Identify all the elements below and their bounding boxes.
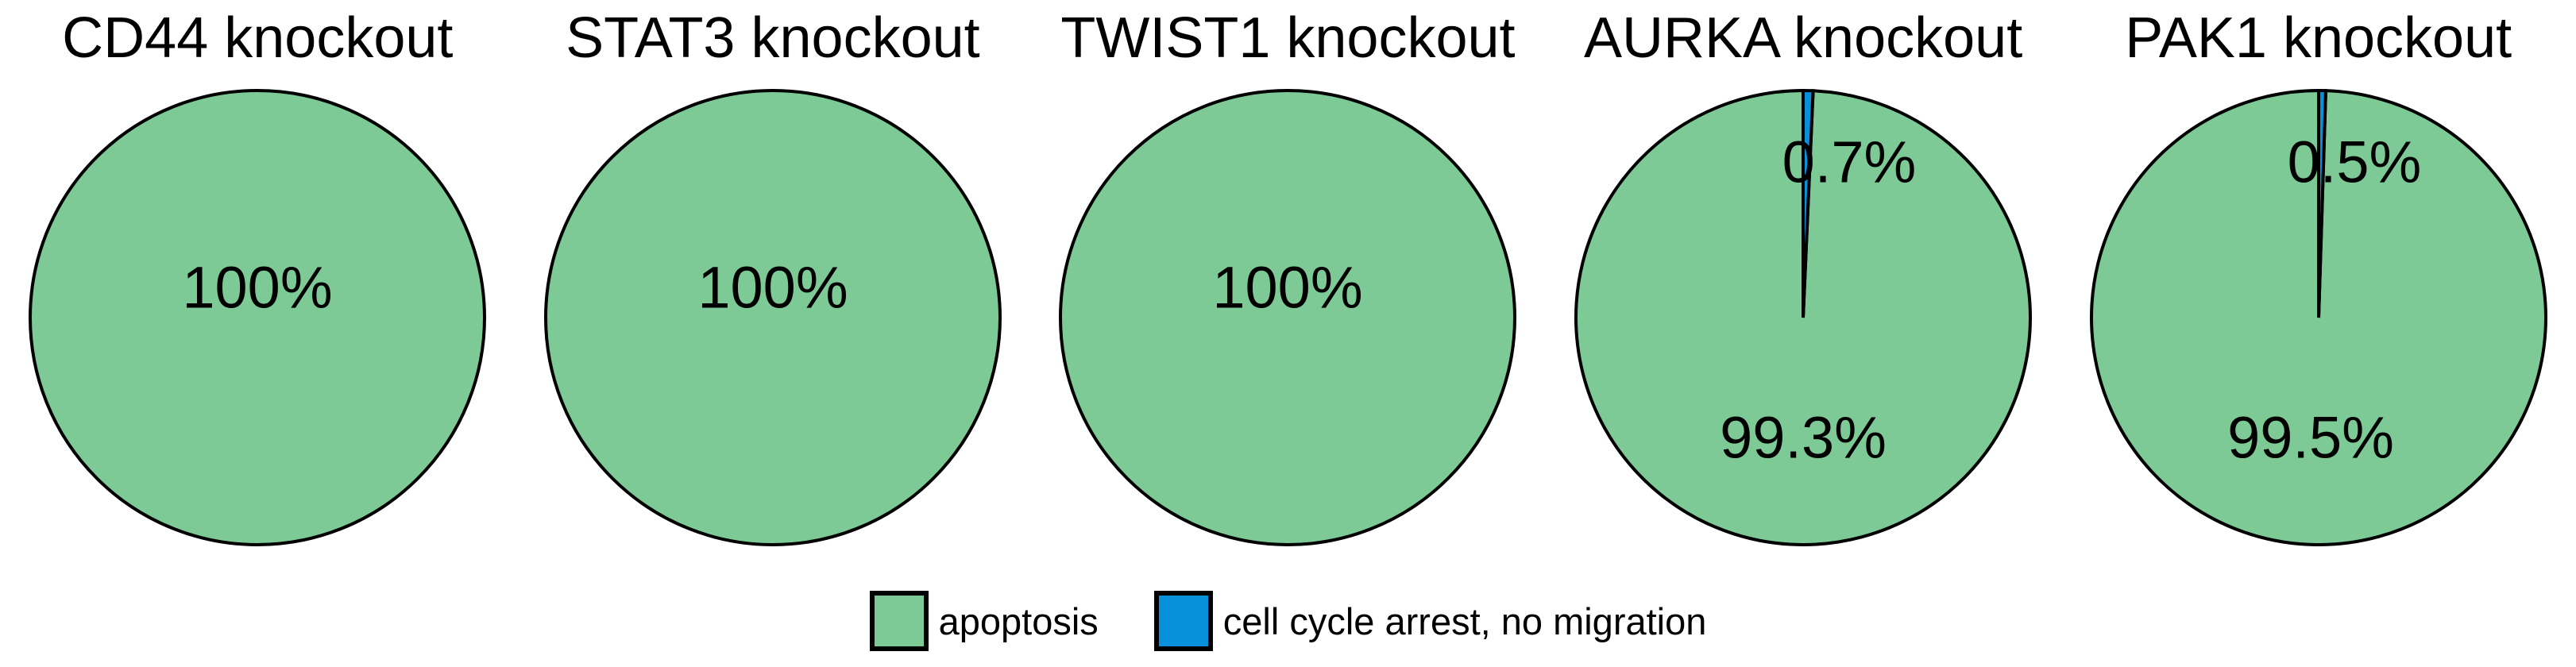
legend: apoptosis cell cycle arrest, no migratio…: [0, 591, 2576, 651]
legend-item-cell-cycle-arrest: cell cycle arrest, no migration: [1153, 591, 1707, 651]
pie-chart-aurka: 99.3% 0.7%: [1574, 88, 2033, 546]
pie-title-aurka: AURKA knockout: [1583, 6, 2023, 70]
pie-slice-percentage-label: 100%: [183, 255, 333, 321]
legend-label-apoptosis: apoptosis: [938, 600, 1099, 642]
pie-panel-twist1: TWIST1 knockout 100%: [1030, 0, 1546, 548]
pie-chart-pak1: 99.5% 0.5%: [2089, 88, 2547, 546]
pie-slice-percentage-label: 100%: [697, 255, 848, 321]
pie-slice-percentage-label: 99.5%: [2227, 405, 2394, 471]
pie-charts-row: CD44 knockout 100% STAT3 knockout 100% T…: [0, 0, 2576, 548]
pie-title-cd44: CD44 knockout: [62, 6, 454, 70]
pie-slice-apoptosis: [543, 89, 1002, 546]
pie-slice-cell-cycle-arrest: [1802, 88, 1815, 318]
legend-item-apoptosis: apoptosis: [869, 591, 1099, 651]
pie-slice-apoptosis: [29, 89, 487, 546]
pie-slice-percentage-label: 99.3%: [1720, 405, 1887, 471]
pie-slice-cell-cycle-arrest: [2316, 88, 2327, 318]
apoptosis-swatch-icon: [869, 591, 929, 651]
pie-chart-stat3: 100%: [543, 89, 1002, 546]
pie-panel-stat3: STAT3 knockout 100%: [516, 0, 1031, 548]
pie-title-twist1: TWIST1 knockout: [1060, 6, 1516, 70]
pie-slice-apoptosis: [1059, 89, 1517, 546]
pie-slice-percentage-label: 0.5%: [2287, 129, 2421, 195]
pie-title-pak1: PAK1 knockout: [2125, 6, 2512, 70]
pie-chart-cd44: 100%: [29, 89, 487, 546]
pie-panel-pak1: PAK1 knockout 99.5% 0.5%: [2060, 0, 2576, 548]
pie-panel-cd44: CD44 knockout 100%: [0, 0, 516, 548]
pie-slice-percentage-label: 0.7%: [1782, 129, 1917, 195]
pie-panel-aurka: AURKA knockout 99.3% 0.7%: [1546, 0, 2061, 548]
pie-slice-percentage-label: 100%: [1213, 255, 1363, 321]
legend-label-cell-cycle-arrest: cell cycle arrest, no migration: [1222, 600, 1707, 642]
pie-chart-twist1: 100%: [1059, 89, 1517, 546]
pie-title-stat3: STAT3 knockout: [566, 6, 980, 70]
cell-cycle-arrest-swatch-icon: [1153, 591, 1213, 651]
